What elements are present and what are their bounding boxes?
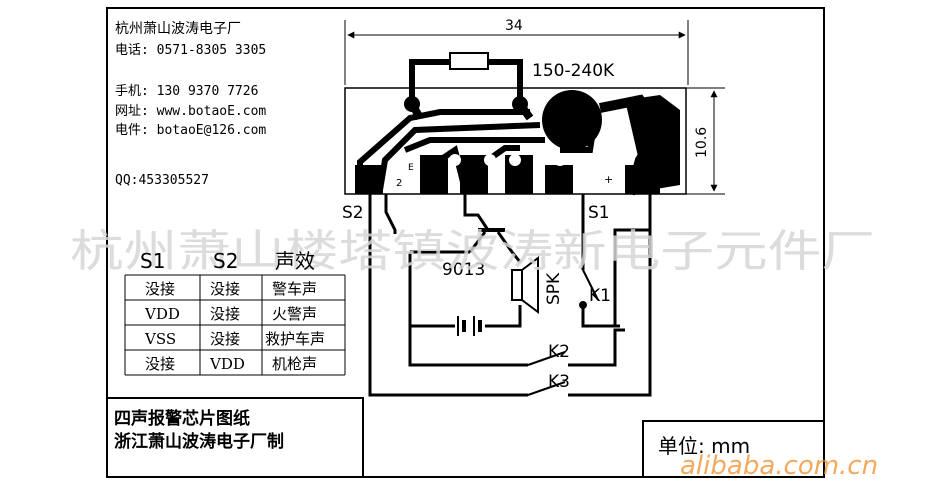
height-label: 10.6 — [694, 127, 710, 158]
phone-line: 电话: 0571-8305 3305 — [115, 43, 266, 58]
table-cell: VDD — [144, 305, 180, 323]
mobile-line: 手机: 130 9370 7726 — [115, 84, 258, 99]
k2-label: K2 — [548, 342, 570, 362]
k1-label: K1 — [589, 286, 611, 306]
table-cell: 没接 — [210, 305, 240, 323]
title-block — [106, 397, 364, 478]
table-cell: 没接 — [210, 280, 240, 298]
k2-switch — [527, 351, 566, 366]
resistor-symbol — [449, 52, 489, 70]
alibaba-watermark: alibaba.com.cn — [680, 451, 878, 481]
schematic — [368, 194, 652, 397]
width-label: 34 — [505, 18, 523, 34]
transistor-label: 9013 — [442, 260, 485, 280]
contact-block: 杭州萧山波涛电子厂 电话: 0571-8305 3305 手机: 130 937… — [115, 21, 266, 188]
table-cell: 机枪声 — [272, 355, 317, 373]
k3-label: K3 — [548, 372, 570, 392]
pad-mark-plus: + — [604, 173, 613, 186]
resistor-lead-left — [409, 59, 450, 104]
table-header-s2: S2 — [213, 249, 238, 273]
k3-switch — [527, 381, 566, 396]
k1-switch — [582, 269, 599, 301]
schematic-labels: S2 S1 9013 SPK K1 K2 K3 — [342, 203, 611, 392]
email-line: 电件: botaoE@126.com — [115, 123, 266, 138]
website-line: 网址: www.botaoE.com — [115, 104, 266, 119]
table-cell: 没接 — [145, 355, 175, 373]
pad-mark-2: 2 — [396, 178, 402, 189]
drawing-frame — [106, 7, 825, 478]
table-cell: 火警声 — [272, 305, 317, 323]
unit-box — [642, 420, 825, 478]
title-line-1: 四声报警芯片图纸 — [114, 408, 250, 429]
unit-label: 单位: mm — [658, 434, 750, 458]
table-cell: 没接 — [145, 280, 175, 298]
table-header-s1: S1 — [140, 249, 165, 273]
pad-mark-e: E — [408, 163, 414, 173]
table-cell: 救护车声 — [265, 330, 325, 348]
table-header-effect: 声效 — [275, 249, 315, 273]
resistor-lead-right — [488, 59, 523, 104]
sound-effect-table: S1 S2 声效 没接 没接 警车声 VDD 没接 火警声 VSS 没接 救护车… — [124, 249, 346, 376]
resistor-label: 150-240K — [532, 61, 615, 81]
speaker-label: SPK — [544, 272, 564, 305]
pcb-layout: 150-240K 2 E + — [344, 52, 687, 196]
table-cell: 没接 — [210, 330, 240, 348]
qq-line: QQ:453305527 — [115, 173, 209, 188]
speaker-cone — [521, 256, 539, 314]
company-name: 杭州萧山波涛电子厂 — [115, 21, 241, 37]
factory-watermark: 杭州萧山楼塔镇波涛新电子元件厂 — [70, 226, 875, 277]
s2-label: S2 — [342, 203, 364, 223]
pcb-dimensions: 34 10.6 — [344, 18, 725, 195]
s1-label: S1 — [588, 203, 610, 223]
table-cell: 警车声 — [272, 280, 317, 298]
title-line-2: 浙江萧山波涛电子厂制 — [114, 431, 284, 452]
chip-pad — [542, 90, 602, 150]
table-cell: VDD — [209, 355, 245, 373]
table-cell: VSS — [144, 330, 176, 348]
